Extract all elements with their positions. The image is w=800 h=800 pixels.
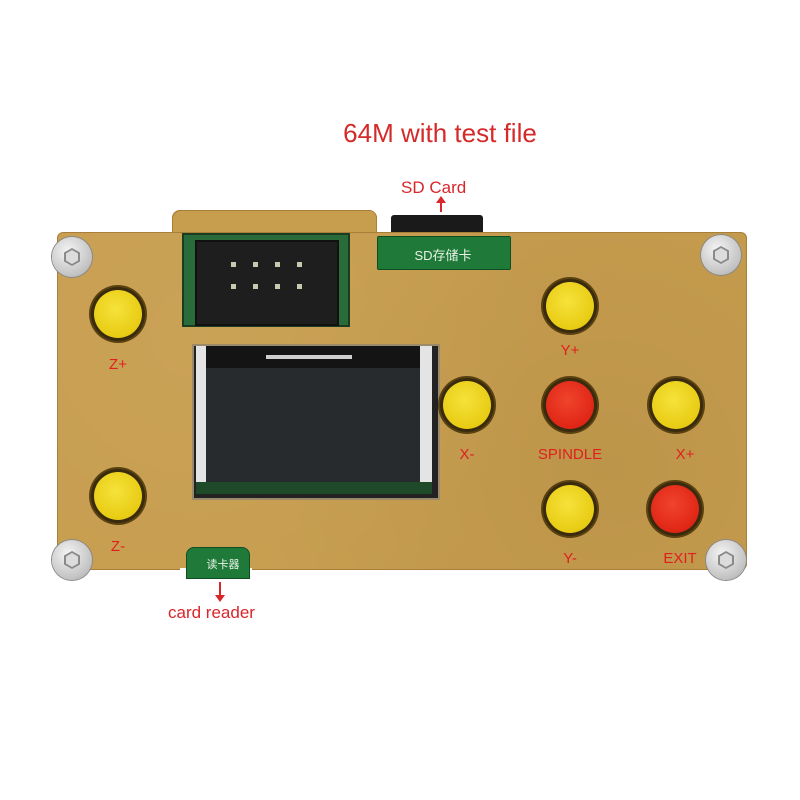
y-plus-button[interactable] [546, 282, 594, 330]
arrow-up-icon [436, 196, 446, 203]
connector-pin [253, 262, 258, 267]
x-minus-label: X- [459, 446, 475, 463]
card-reader-pcb [186, 547, 250, 579]
lcd-slit [266, 355, 352, 359]
hex-socket-inner [715, 248, 727, 262]
lcd-screen [206, 368, 420, 482]
screw-icon [52, 237, 92, 277]
z-plus-button[interactable] [94, 290, 142, 338]
sd-card-callout: SD Card [401, 178, 467, 197]
arrow-down-icon [215, 595, 225, 602]
sd-slot-label: SD存储卡 [414, 248, 472, 263]
idc-connector[interactable] [195, 240, 339, 326]
connector-pin [275, 284, 280, 289]
spindle-button[interactable] [546, 381, 594, 429]
z-minus-label: Z- [110, 538, 126, 555]
lcd-pcb-edge [196, 482, 432, 494]
card-reader-arrow [219, 582, 221, 596]
y-minus-button[interactable] [546, 485, 594, 533]
connector-pin [275, 262, 280, 267]
connector-pin [253, 284, 258, 289]
exit-button[interactable] [651, 485, 699, 533]
y-plus-label: Y+ [560, 342, 580, 359]
page-title: 64M with test file [343, 118, 537, 148]
sd-slot-pcb [377, 236, 511, 270]
z-minus-button[interactable] [94, 472, 142, 520]
hex-socket-inner [720, 553, 732, 567]
exit-label: EXIT [663, 550, 697, 567]
connector-pin [297, 284, 302, 289]
x-minus-button[interactable] [443, 381, 491, 429]
z-plus-label: Z+ [109, 356, 127, 373]
connector-pin [231, 262, 236, 267]
y-minus-label: Y- [563, 550, 577, 567]
controller-panel [57, 232, 747, 570]
hex-socket-inner [66, 250, 78, 264]
card-reader-callout: card reader [168, 603, 255, 622]
spindle-label: SPINDLE [537, 446, 603, 463]
hex-socket-inner [66, 553, 78, 567]
x-plus-label: X+ [675, 446, 695, 463]
connector-pin [297, 262, 302, 267]
sd-card-arrow [440, 200, 442, 212]
x-plus-button[interactable] [652, 381, 700, 429]
screw-icon [52, 540, 92, 580]
screw-icon [701, 235, 741, 275]
connector-pin [231, 284, 236, 289]
screw-icon [706, 540, 746, 580]
card-reader-pcb-label: 读卡器 [206, 559, 240, 571]
